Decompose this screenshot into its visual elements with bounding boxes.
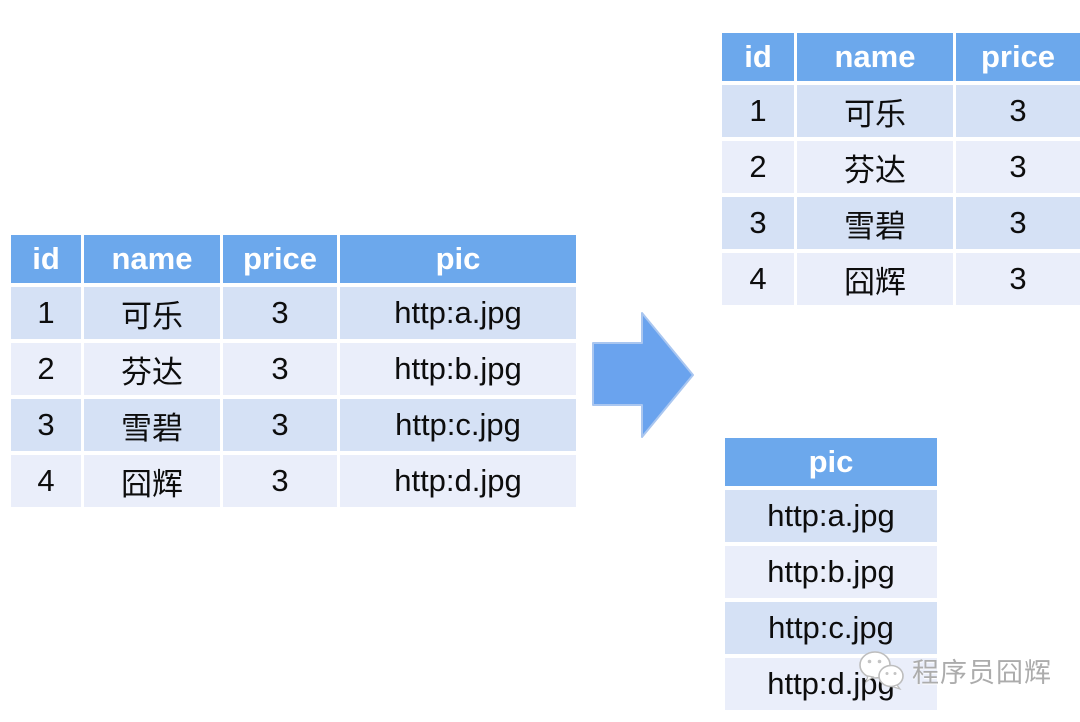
- cell-price: 3: [956, 141, 1080, 193]
- cell-id: 3: [722, 197, 794, 249]
- cell-id: 2: [722, 141, 794, 193]
- table-row: 4 囧辉 3 http:d.jpg: [11, 455, 576, 507]
- table-row: 1 可乐 3 http:a.jpg: [11, 287, 576, 339]
- split-pic-header-pic: pic: [725, 438, 937, 486]
- split-main-header-id: id: [722, 33, 794, 81]
- cell-pic: http:c.jpg: [725, 602, 937, 654]
- cell-pic: http:a.jpg: [340, 287, 576, 339]
- table-row: 1 可乐 3: [722, 85, 1080, 137]
- split-main-header-name: name: [797, 33, 953, 81]
- table-row: 3 雪碧 3 http:c.jpg: [11, 399, 576, 451]
- cell-id: 1: [11, 287, 81, 339]
- cell-name: 囧辉: [797, 253, 953, 305]
- cell-price: 3: [223, 287, 337, 339]
- split-main-header-price: price: [956, 33, 1080, 81]
- cell-pic: http:d.jpg: [725, 658, 937, 710]
- watermark: 程序员囧辉: [858, 650, 1052, 690]
- cell-id: 2: [11, 343, 81, 395]
- right-arrow: [592, 312, 694, 438]
- cell-price: 3: [223, 455, 337, 507]
- wechat-icon: [859, 651, 904, 690]
- cell-name: 雪碧: [797, 197, 953, 249]
- cell-pic: http:d.jpg: [340, 455, 576, 507]
- source-table: id name price pic 1 可乐 3 http:a.jpg 2 芬达…: [8, 231, 579, 511]
- split-main-table: id name price 1 可乐 3 2 芬达 3 3 雪碧 3 4: [719, 29, 1080, 309]
- table-row: http:c.jpg: [725, 602, 937, 654]
- source-header-name: name: [84, 235, 220, 283]
- source-table-header-row: id name price pic: [11, 235, 576, 283]
- source-header-id: id: [11, 235, 81, 283]
- cell-price: 3: [223, 343, 337, 395]
- cell-id: 1: [722, 85, 794, 137]
- cell-price: 3: [956, 197, 1080, 249]
- cell-name: 可乐: [797, 85, 953, 137]
- source-header-price: price: [223, 235, 337, 283]
- cell-pic: http:b.jpg: [725, 546, 937, 598]
- split-pic-header-row: pic: [725, 438, 937, 486]
- cell-name: 囧辉: [84, 455, 220, 507]
- cell-id: 4: [722, 253, 794, 305]
- table-row: http:a.jpg: [725, 490, 937, 542]
- split-pic-table: pic http:a.jpg http:b.jpg http:c.jpg htt…: [722, 434, 940, 714]
- cell-price: 3: [956, 253, 1080, 305]
- table-row: 2 芬达 3 http:b.jpg: [11, 343, 576, 395]
- source-header-pic: pic: [340, 235, 576, 283]
- table-row: http:b.jpg: [725, 546, 937, 598]
- cell-pic: http:b.jpg: [340, 343, 576, 395]
- table-row: 3 雪碧 3: [722, 197, 1080, 249]
- split-main-header-row: id name price: [722, 33, 1080, 81]
- table-row: 4 囧辉 3: [722, 253, 1080, 305]
- cell-price: 3: [956, 85, 1080, 137]
- table-row: http:d.jpg: [725, 658, 937, 710]
- cell-id: 4: [11, 455, 81, 507]
- watermark-label: 程序员囧辉: [912, 657, 1052, 688]
- cell-id: 3: [11, 399, 81, 451]
- cell-price: 3: [223, 399, 337, 451]
- cell-name: 芬达: [797, 141, 953, 193]
- table-row: 2 芬达 3: [722, 141, 1080, 193]
- cell-pic: http:a.jpg: [725, 490, 937, 542]
- right-arrow-shape: [592, 312, 694, 438]
- cell-name: 雪碧: [84, 399, 220, 451]
- cell-name: 芬达: [84, 343, 220, 395]
- cell-pic: http:c.jpg: [340, 399, 576, 451]
- cell-name: 可乐: [84, 287, 220, 339]
